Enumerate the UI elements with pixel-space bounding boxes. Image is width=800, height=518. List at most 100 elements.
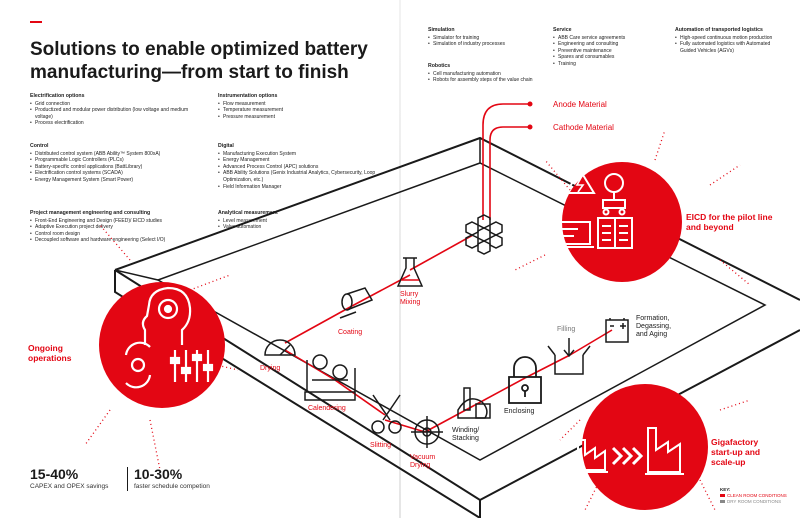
page-title: Solutions to enable optimized battery ma…	[30, 39, 368, 83]
chevrons-icon	[611, 446, 644, 466]
ongoing-operations-circle	[99, 282, 225, 408]
step-label-filling: Filling	[557, 326, 575, 333]
legend-label-dry: DRY ROOM CONDITIONS	[727, 499, 782, 504]
section-heading: Automation of transported logistics	[675, 27, 763, 33]
control-panel-icon	[597, 217, 633, 249]
list-item: Grid connection	[30, 101, 200, 108]
list-item: Valve automation	[218, 224, 378, 231]
list-item: Spares and consumables	[553, 54, 663, 61]
section-heading: Project management engineering and consu…	[30, 210, 151, 216]
calendering-machine-icon	[304, 354, 356, 401]
electrical-hazard-icon	[564, 168, 596, 194]
scissors-icon	[371, 394, 402, 434]
list-item: Fully automated logistics with Automated…	[675, 41, 787, 54]
legend-key: KEY: CLEAN ROOM CONDITIONS DRY ROOM COND…	[720, 487, 787, 504]
stat-value-schedule: 10-30%	[134, 466, 183, 482]
step-label-anode: Anode Material	[553, 100, 607, 109]
refresh-gear-icon	[124, 341, 152, 389]
flow-meter-icon	[602, 173, 626, 216]
section-control: Control Distributed control system (ABB …	[30, 143, 205, 184]
page-spine	[399, 0, 401, 518]
process-flow-line	[284, 103, 613, 433]
stat-value-capex: 15-40%	[30, 466, 79, 482]
step-label-formation: Formation,Degassing,and Aging	[636, 315, 671, 338]
section-analytical: Analytical measurement Level measurement…	[218, 210, 378, 231]
legend-label-clean: CLEAN ROOM CONDITIONS	[727, 493, 787, 498]
list-item: Front-End Engineering and Design (FEED)/…	[30, 218, 210, 225]
list-item: Productized and modular power distributi…	[30, 107, 200, 120]
section-heading: Analytical measurement	[218, 210, 278, 216]
section-instrumentation: Instrumentation options Flow measurement…	[218, 93, 378, 120]
list-item: Energy Management	[218, 157, 378, 164]
legend-swatch-dry	[720, 500, 725, 503]
callout-ongoing-operations: Ongoing operations	[28, 343, 72, 363]
section-simulation: Simulation Simulator for training Simula…	[428, 27, 538, 48]
head-gear-icon	[141, 286, 192, 345]
list-item: Programmable Logic Controllers (PLCs)	[30, 157, 205, 164]
list-item: Simulator for training	[428, 35, 538, 42]
gigafactory-circle	[582, 384, 708, 510]
section-logistics: Automation of transported logistics High…	[675, 27, 787, 54]
sliders-icon	[169, 350, 214, 382]
section-heading: Robotics	[428, 63, 451, 69]
platform	[114, 136, 800, 518]
list-item: Distributed control system (ABB Ability™…	[30, 151, 205, 158]
stat-divider	[127, 467, 128, 491]
legend-heading: KEY:	[720, 487, 731, 492]
step-label-calendering: Calendering	[308, 405, 346, 412]
legend-swatch-clean	[720, 494, 725, 497]
battery-formation-icon	[605, 318, 629, 343]
list-item: Training	[553, 61, 663, 68]
cathode-node	[527, 124, 533, 130]
step-label-slitting: Slitting	[370, 442, 391, 449]
list-item: Process electrification	[30, 120, 200, 127]
list-item: Cell manufacturing automation	[428, 71, 538, 78]
vacuum-dryer-icon	[411, 416, 443, 448]
step-label-drying: Drying	[260, 365, 280, 372]
stat-label-schedule: faster schedule competion	[134, 483, 210, 490]
step-label-enclosing: Enclosing	[504, 408, 534, 415]
step-label-cathode: Cathode Material	[553, 123, 614, 132]
stat-label-capex: CAPEX and OPEX savings	[30, 483, 109, 490]
list-item: Advanced Process Control (APC) solutions	[218, 164, 378, 171]
section-digital: Digital Manufacturing Execution System E…	[218, 143, 378, 190]
list-item: Preventive maintenance	[553, 48, 663, 55]
section-heading: Service	[553, 27, 572, 33]
section-heading: Electrification options	[30, 93, 85, 99]
list-item: Engineering and consulting	[553, 41, 663, 48]
list-item: High-speed continuous motion production	[675, 35, 787, 42]
list-item: Energy Management System (Smart Power)	[30, 177, 205, 184]
factory-small-icon	[575, 439, 608, 473]
flask-icon	[396, 257, 424, 287]
list-item: Battery-specific control applications (B…	[30, 164, 205, 171]
step-label-coating: Coating	[338, 329, 362, 336]
filling-box-icon	[547, 338, 591, 375]
computer-screen-icon	[554, 221, 594, 248]
list-item: Electrification control systems (SCADA)	[30, 170, 205, 177]
coating-roll-icon	[339, 287, 374, 319]
step-label-winding: Winding/Stacking	[452, 427, 479, 442]
list-item: Flow measurement	[218, 101, 378, 108]
anode-node	[527, 101, 533, 107]
section-heading: Simulation	[428, 27, 455, 33]
list-item: Robots for assembly steps of the value c…	[428, 77, 538, 84]
list-item: Control room design	[30, 231, 210, 238]
winding-stacking-icon	[457, 387, 491, 419]
factory-large-icon	[645, 427, 684, 475]
accent-dash	[30, 21, 42, 23]
hexagon-material-icon	[465, 214, 503, 255]
list-item: Temperature measurement	[218, 107, 378, 114]
list-item: Adaptive Execution project delivery	[30, 224, 210, 231]
callout-eicd: EICD for the pilot line and beyond	[686, 212, 773, 232]
lock-icon	[508, 356, 542, 404]
list-item: ABB Ability Solutions (Genix Industrial …	[218, 170, 378, 183]
dryer-gauge-icon	[264, 339, 296, 356]
section-project: Project management engineering and consu…	[30, 210, 210, 244]
list-item: Level measurement	[218, 218, 378, 225]
section-heading: Instrumentation options	[218, 93, 278, 99]
radial-dots	[84, 129, 751, 511]
list-item: Manufacturing Execution System	[218, 151, 378, 158]
